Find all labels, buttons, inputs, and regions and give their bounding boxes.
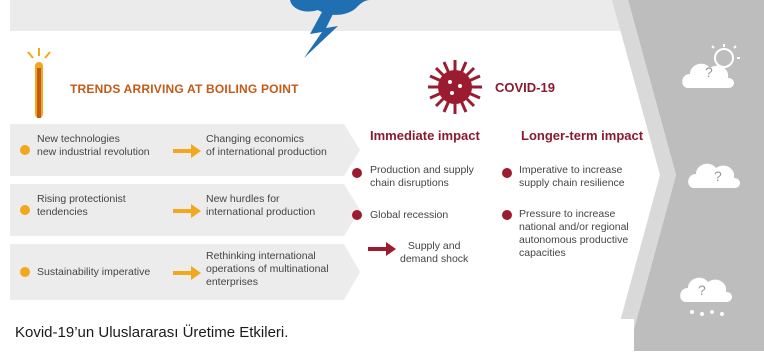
trend-effect-3: Rethinking international operations of m… (206, 250, 329, 288)
trend-cause-2: Rising protectionist tendencies (37, 193, 126, 218)
bullet-dot (20, 205, 30, 215)
virus-icon (428, 60, 482, 114)
trend-row-1: New technologies new industrial revoluti… (10, 124, 360, 176)
question-mark-2: ? (714, 168, 722, 184)
longer-term-impact-title: Longer-term impact (521, 128, 644, 143)
immediate-impact-title: Immediate impact (370, 128, 480, 143)
bullet-dot (20, 145, 30, 155)
trend-cause-1: New technologies new industrial revoluti… (37, 133, 150, 158)
trend-row-3: Sustainability imperative Rethinking int… (10, 244, 360, 300)
longer-item-1: Imperative to increase supply chain resi… (519, 164, 625, 189)
longer-item-2: Pressure to increase national and/or reg… (519, 208, 629, 259)
question-mark-3: ? (698, 282, 706, 298)
trends-title: TRENDS ARRIVING AT BOILING POINT (70, 82, 299, 96)
covid-title: COVID-19 (495, 80, 555, 95)
trend-effect-2: New hurdles for international production (206, 193, 316, 218)
trend-effect-1: Changing economics of international prod… (206, 133, 327, 158)
sun-cloud-icon (682, 44, 740, 88)
immediate-item-1: Production and supply chain disruptions (370, 164, 474, 189)
rain-cloud-icon (680, 277, 732, 316)
storm-cloud-icon (290, 0, 370, 58)
thermometer-icon (27, 48, 51, 118)
bullet-dot (352, 210, 362, 220)
cloud-icon (688, 163, 740, 188)
immediate-item-2: Global recession (370, 209, 449, 221)
trend-row-2: Rising protectionist tendencies New hurd… (10, 184, 360, 236)
supply-demand-shock: Supply and demand shock (400, 240, 469, 265)
figure-caption: Kovid-19’un Uluslararası Üretime Etkiler… (15, 319, 634, 354)
arrow-right-icon (173, 204, 201, 218)
bullet-dot (502, 210, 512, 220)
arrow-right-icon (173, 266, 201, 280)
bullet-dot (352, 168, 362, 178)
bullet-dot (20, 267, 30, 277)
arrow-right-icon (368, 242, 396, 256)
trend-cause-3: Sustainability imperative (37, 266, 151, 278)
arrow-right-icon (173, 144, 201, 158)
bullet-dot (502, 168, 512, 178)
question-mark-1: ? (705, 64, 713, 80)
